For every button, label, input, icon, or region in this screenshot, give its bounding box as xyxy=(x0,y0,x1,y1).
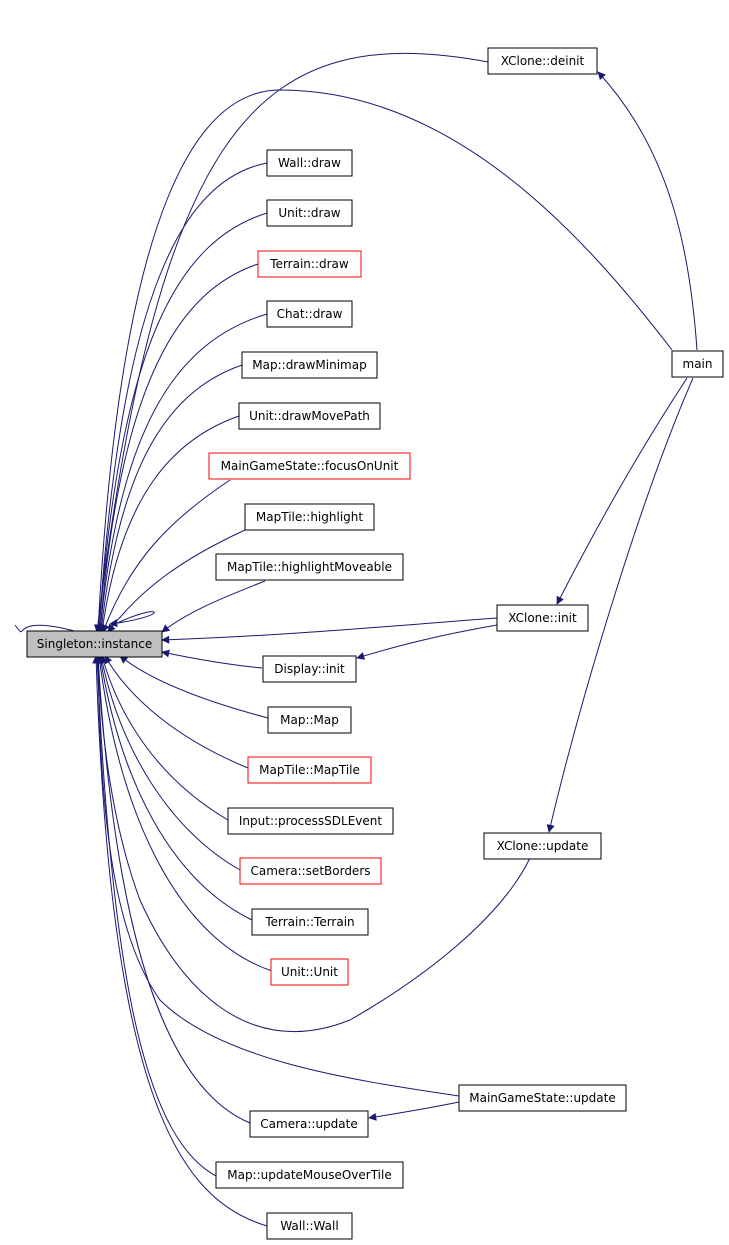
edge-processsdlevent-to-instance xyxy=(100,655,229,821)
node-label: Terrain::Terrain xyxy=(264,915,354,929)
node-label: Unit::draw xyxy=(278,206,340,220)
edge-wall-draw-to-instance xyxy=(95,162,268,633)
node-label: Display::init xyxy=(274,662,345,676)
node-label: main xyxy=(683,357,713,371)
node-label: Camera::update xyxy=(260,1117,357,1131)
edge-maptile-highlight-to-instance xyxy=(107,529,246,633)
edge-main-to-instance xyxy=(94,89,673,633)
node-label: MapTile::highlightMoveable xyxy=(227,560,392,574)
node-maingamestate-focusonunit[interactable]: MainGameState::focusOnUnit xyxy=(208,452,411,480)
node-chat-draw[interactable]: Chat::draw xyxy=(266,300,353,328)
node-unit-unit[interactable]: Unit::Unit xyxy=(270,958,349,986)
node-label: Camera::setBorders xyxy=(251,864,371,878)
node-label: XClone::init xyxy=(508,611,577,625)
node-label: Unit::Unit xyxy=(281,965,338,979)
edge-singleton-instance-self xyxy=(14,611,155,632)
node-label: Map::Map xyxy=(280,713,339,727)
node-label: Singleton::instance xyxy=(37,637,152,651)
node-singleton-instance[interactable]: Singleton::instance xyxy=(26,630,163,658)
node-main[interactable]: main xyxy=(671,350,724,378)
edge-camera-update-to-instance xyxy=(94,655,251,1124)
node-label: MainGameState::focusOnUnit xyxy=(221,459,399,473)
node-label: MapTile::highlight xyxy=(256,510,363,524)
edge-chat-draw-to-instance xyxy=(96,313,268,633)
edge-focusonunit-to-instance xyxy=(101,479,231,633)
edge-main-to-xclone-init xyxy=(556,377,688,605)
edge-highlightmoveable-to-instance xyxy=(161,580,266,633)
node-label: MainGameState::update xyxy=(469,1091,616,1105)
node-label: Chat::draw xyxy=(277,307,343,321)
node-map-updatemouseovertile[interactable]: Map::updateMouseOverTile xyxy=(215,1161,404,1189)
node-camera-update[interactable]: Camera::update xyxy=(249,1110,369,1138)
node-input-processsdlevent[interactable]: Input::processSDLEvent xyxy=(227,807,394,835)
edge-maptile-maptile-to-instance xyxy=(104,655,249,769)
node-xclone-deinit[interactable]: XClone::deinit xyxy=(487,47,598,75)
node-label: Wall::draw xyxy=(278,156,341,170)
edge-terrain-draw-to-instance xyxy=(96,263,259,633)
edge-map-map-to-instance xyxy=(119,655,269,719)
node-maptile-highlightmoveable[interactable]: MapTile::highlightMoveable xyxy=(215,553,404,581)
edge-maingamestate-update-to-instance xyxy=(94,655,460,1097)
node-display-init[interactable]: Display::init xyxy=(262,655,357,683)
node-xclone-init[interactable]: XClone::init xyxy=(496,604,589,632)
node-maingamestate-update[interactable]: MainGameState::update xyxy=(458,1084,627,1112)
node-unit-drawmovepath[interactable]: Unit::drawMovePath xyxy=(238,402,381,430)
edge-main-to-xclone-update xyxy=(546,377,694,833)
edge-main-to-xclone-deinit xyxy=(597,71,698,351)
edge-xclone-init-to-display-init xyxy=(356,624,498,660)
edge-wall-wall-to-instance xyxy=(92,655,268,1227)
node-wall-wall[interactable]: Wall::Wall xyxy=(266,1212,353,1240)
edge-unit-draw-to-instance xyxy=(95,212,268,633)
node-label: XClone::deinit xyxy=(501,54,585,68)
node-map-drawminimap[interactable]: Map::drawMinimap xyxy=(241,351,378,379)
edge-updatemouseovertile-to-instance xyxy=(93,655,217,1177)
node-label: Terrain::draw xyxy=(269,257,349,271)
edge-unit-drawmovepath-to-instance xyxy=(99,415,240,633)
edge-terrain-terrain-to-instance xyxy=(97,655,253,921)
node-label: XClone::update xyxy=(497,839,589,853)
node-wall-draw[interactable]: Wall::draw xyxy=(266,149,353,177)
edge-unit-unit-to-instance xyxy=(95,655,273,972)
node-label: Wall::Wall xyxy=(280,1219,338,1233)
node-label: Unit::drawMovePath xyxy=(249,409,370,423)
node-label: Input::processSDLEvent xyxy=(239,814,382,828)
node-maptile-highlight[interactable]: MapTile::highlight xyxy=(244,503,375,531)
node-map-map[interactable]: Map::Map xyxy=(267,706,352,734)
edge-map-drawminimap-to-instance xyxy=(97,364,243,633)
edge-display-init-to-instance xyxy=(161,649,263,669)
edge-xclone-init-to-instance xyxy=(161,617,498,644)
edge-xclone-update-to-instance xyxy=(94,655,531,1032)
edge-maingamestate-update-to-camera-update xyxy=(368,1101,460,1121)
node-maptile-maptile[interactable]: MapTile::MapTile xyxy=(247,756,372,784)
node-label: Map::updateMouseOverTile xyxy=(227,1168,392,1182)
node-label: MapTile::MapTile xyxy=(259,763,360,777)
node-terrain-draw[interactable]: Terrain::draw xyxy=(257,250,362,278)
edge-setborders-to-instance xyxy=(98,655,241,871)
node-terrain-terrain[interactable]: Terrain::Terrain xyxy=(251,908,369,936)
node-camera-setborders[interactable]: Camera::setBorders xyxy=(239,857,382,885)
node-label: Map::drawMinimap xyxy=(252,358,366,372)
edge-xclone-deinit-to-instance xyxy=(93,52,489,633)
node-unit-draw[interactable]: Unit::draw xyxy=(266,199,353,227)
node-xclone-update[interactable]: XClone::update xyxy=(483,832,602,860)
